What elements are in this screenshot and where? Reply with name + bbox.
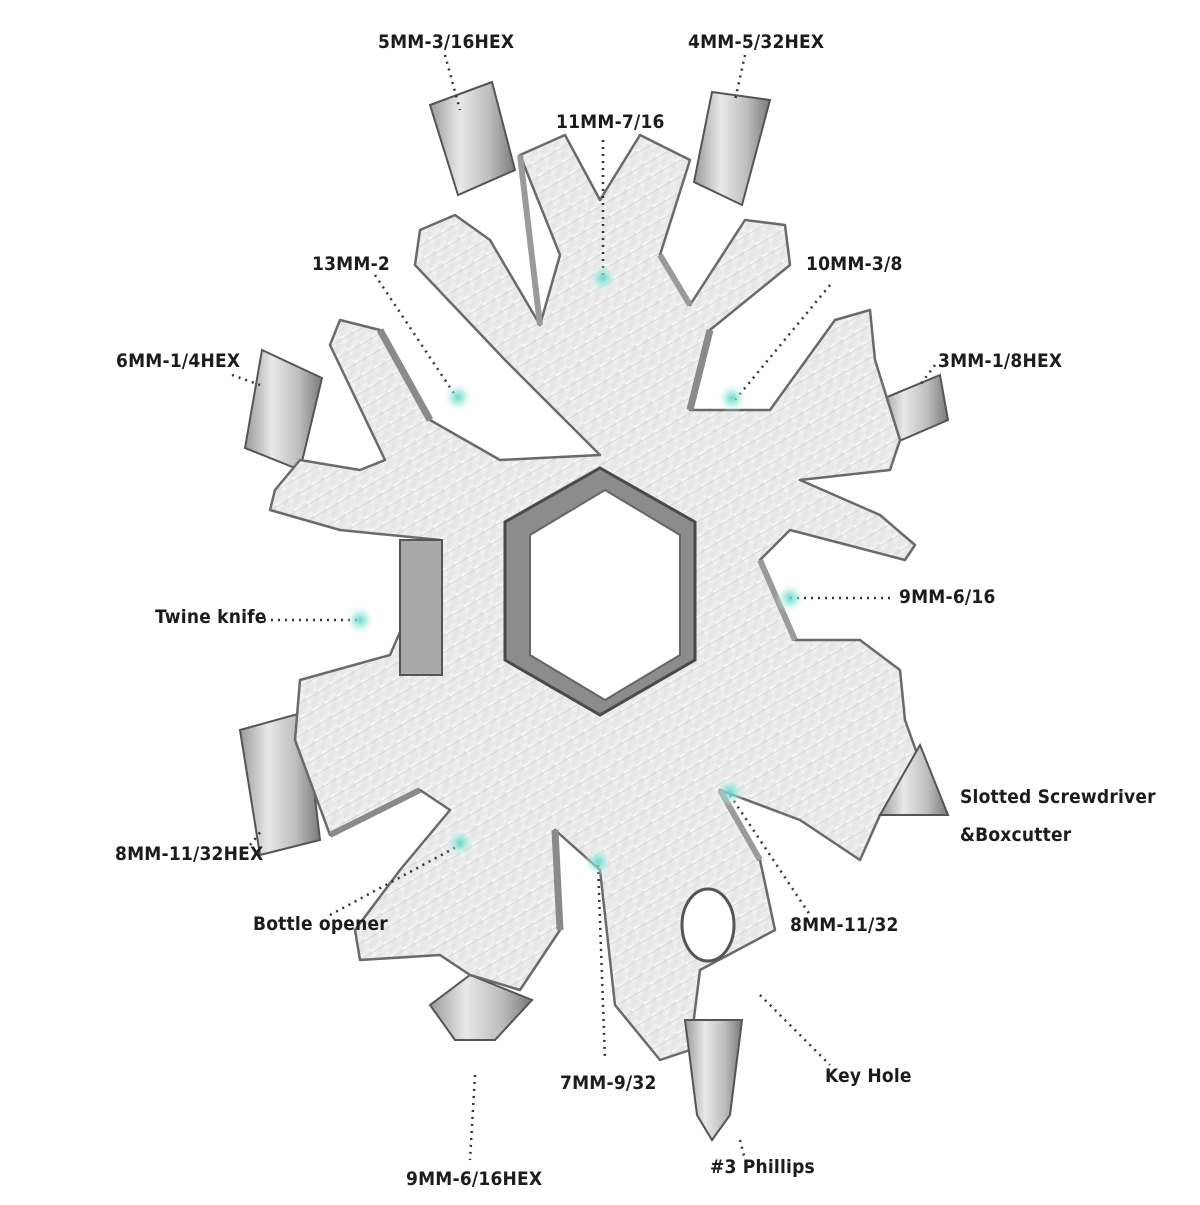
label-13mm: 13MM-2 <box>312 253 391 275</box>
label-8mm: 8MM-11/32 <box>790 914 899 936</box>
label-5mm-hex: 5MM-3/16HEX <box>378 31 515 53</box>
hex-bit-4mm <box>692 90 772 207</box>
label-7mm: 7MM-9/32 <box>560 1072 657 1094</box>
marker-bottle-opener <box>445 828 475 858</box>
label-screwdriver-line2: &Boxcutter <box>960 824 1072 846</box>
twine-knife-slot <box>399 539 443 676</box>
marker-11mm <box>588 263 618 293</box>
hex-bit-9mm <box>428 973 534 1041</box>
label-key-hole: Key Hole <box>825 1065 912 1087</box>
label-bottle-opener: Bottle opener <box>253 913 388 935</box>
label-10mm: 10MM-3/8 <box>806 253 903 275</box>
label-screwdriver-line1: Slotted Screwdriver <box>960 786 1156 808</box>
marker-13mm <box>443 382 473 412</box>
label-3mm-hex: 3MM-1/8HEX <box>938 350 1063 372</box>
marker-8mm <box>715 777 745 807</box>
leader-lines <box>231 54 936 1161</box>
phillips-bit <box>683 1019 744 1142</box>
label-8mm-hex: 8MM-11/32HEX <box>115 843 264 865</box>
marker-10mm <box>717 383 747 413</box>
label-twine-knife: Twine knife <box>155 606 267 628</box>
hex-bit-6mm <box>243 348 324 472</box>
center-hex-wrench <box>503 466 697 717</box>
marker-9mm <box>775 583 805 613</box>
marker-twine-knife <box>345 605 375 635</box>
label-9mm-hex: 9MM-6/16HEX <box>406 1168 543 1190</box>
label-phillips: #3 Phillips <box>710 1156 815 1178</box>
label-6mm-hex: 6MM-1/4HEX <box>116 350 241 372</box>
label-4mm-hex: 4MM-5/32HEX <box>688 31 825 53</box>
point-markers <box>345 263 805 877</box>
label-11mm: 11MM-7/16 <box>556 111 665 133</box>
key-hole <box>680 887 736 963</box>
hex-bit-5mm <box>428 80 517 197</box>
screwdriver-blade <box>878 742 950 816</box>
label-9mm: 9MM-6/16 <box>899 586 996 608</box>
marker-7mm <box>583 847 613 877</box>
